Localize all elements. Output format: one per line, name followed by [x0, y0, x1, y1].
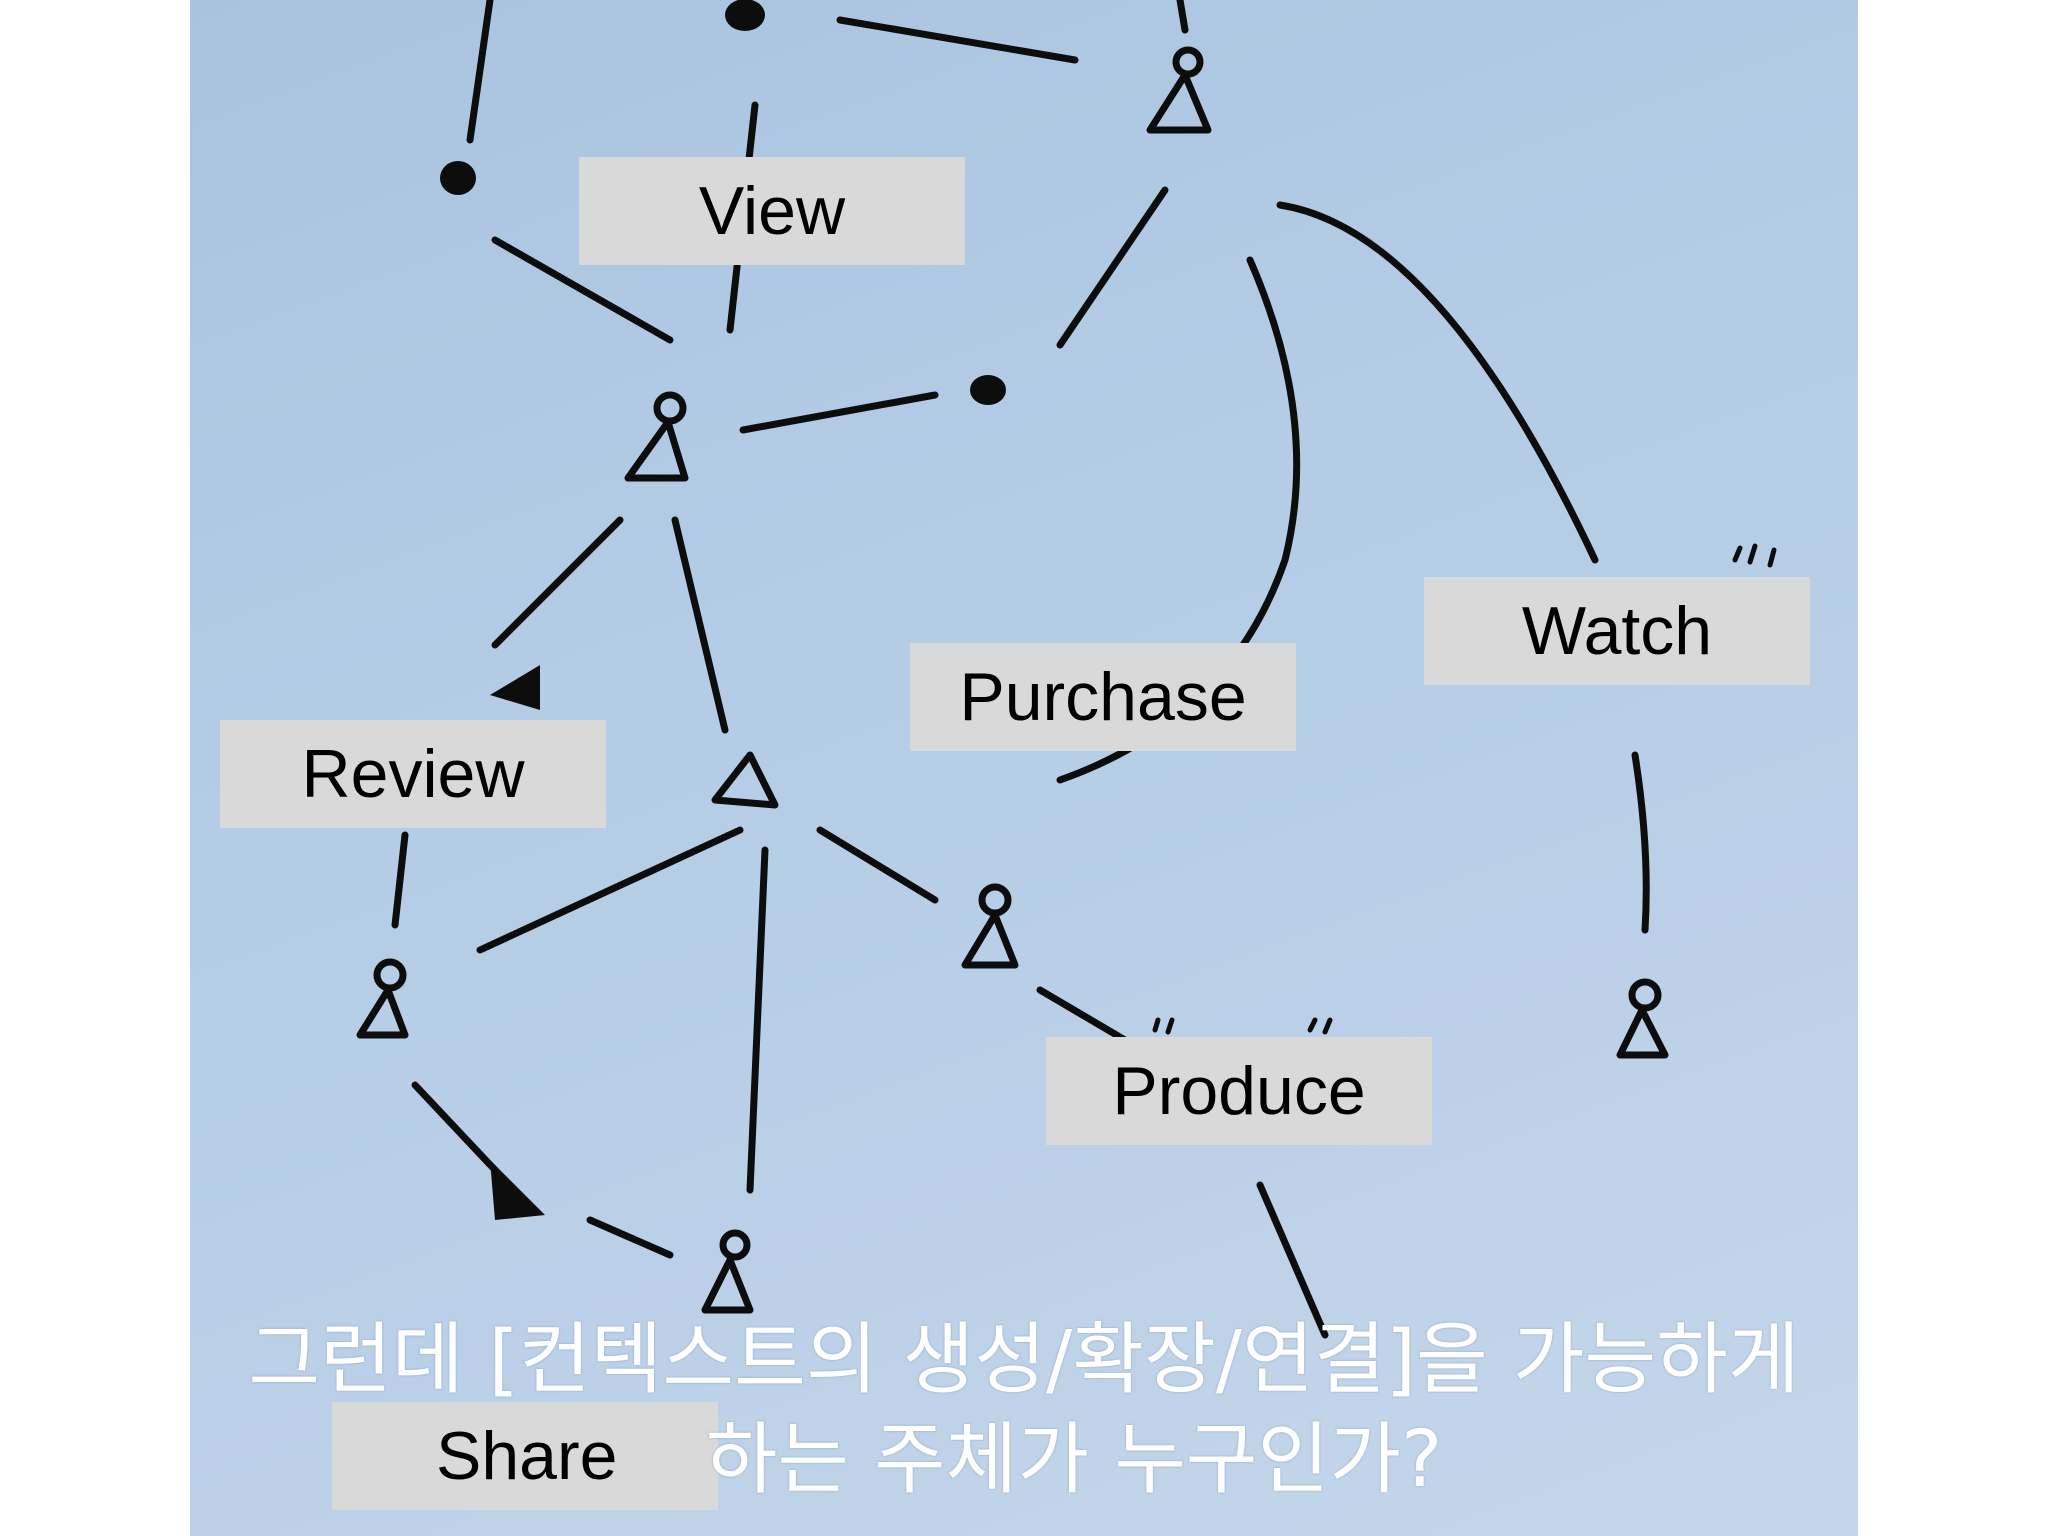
- caption-line-1: 그런데 [컨텍스트의 생성/확장/연결]을 가능하게: [248, 1315, 1800, 1405]
- dot-node-center: [970, 375, 1006, 405]
- caption-line-2: 하는 주체가 누구인가?: [705, 1415, 1443, 1505]
- label-share: Share: [332, 1402, 718, 1510]
- triangle-node: [711, 751, 779, 809]
- person-icon-left: [356, 958, 409, 1039]
- edge-dot-to-top-person: [1056, 186, 1169, 349]
- arrowhead-review: [490, 665, 540, 710]
- edge-produce-down: [1256, 1181, 1329, 1339]
- edge-watch-down: [1631, 751, 1650, 934]
- person-icon-top: [1146, 46, 1212, 134]
- label-produce: Produce: [1046, 1037, 1432, 1145]
- edge-review-down: [391, 831, 409, 929]
- tick-marks-watch: [1732, 543, 1777, 568]
- edge-top-right: [836, 16, 1079, 64]
- person-icon-middle-right: [961, 883, 1019, 969]
- person-icon-center: [624, 391, 689, 482]
- edge-dot-to-person: [491, 236, 674, 344]
- edge-right-top: [1176, 0, 1189, 34]
- edge-triangle-to-left-person: [476, 826, 744, 954]
- edge-person-to-dot: [739, 391, 939, 434]
- dot-node-left: [440, 161, 476, 195]
- edge-triangle-down: [746, 846, 769, 1194]
- edge-left-person-to-arrow: [411, 1081, 499, 1174]
- caption-text: 그런데 [컨텍스트의 생성/확장/연결]을 가능하게 하는 주체가 누구인가?: [190, 1310, 1858, 1510]
- network-sketch: [356, 0, 1777, 1339]
- edge-long-curve: [1276, 201, 1599, 564]
- edge-person-to-triangle: [671, 516, 729, 734]
- arrowhead-share: [490, 1160, 545, 1220]
- dot-node-top: [725, 0, 765, 31]
- edge-person-to-arrow: [491, 516, 624, 649]
- label-review: Review: [220, 720, 606, 828]
- edge-triangle-to-right-person: [816, 826, 939, 904]
- label-view: View: [579, 157, 965, 265]
- person-icon-bottom: [701, 1229, 754, 1314]
- label-purchase: Purchase: [910, 643, 1296, 751]
- edge-person-to-produce: [1036, 986, 1129, 1044]
- edge-top-left: [466, 0, 494, 144]
- tick-marks-produce: [1152, 1017, 1333, 1035]
- edge-arrow-to-bottom-person: [586, 1216, 674, 1259]
- person-icon-far-right: [1616, 978, 1669, 1059]
- label-watch: Watch: [1424, 577, 1810, 685]
